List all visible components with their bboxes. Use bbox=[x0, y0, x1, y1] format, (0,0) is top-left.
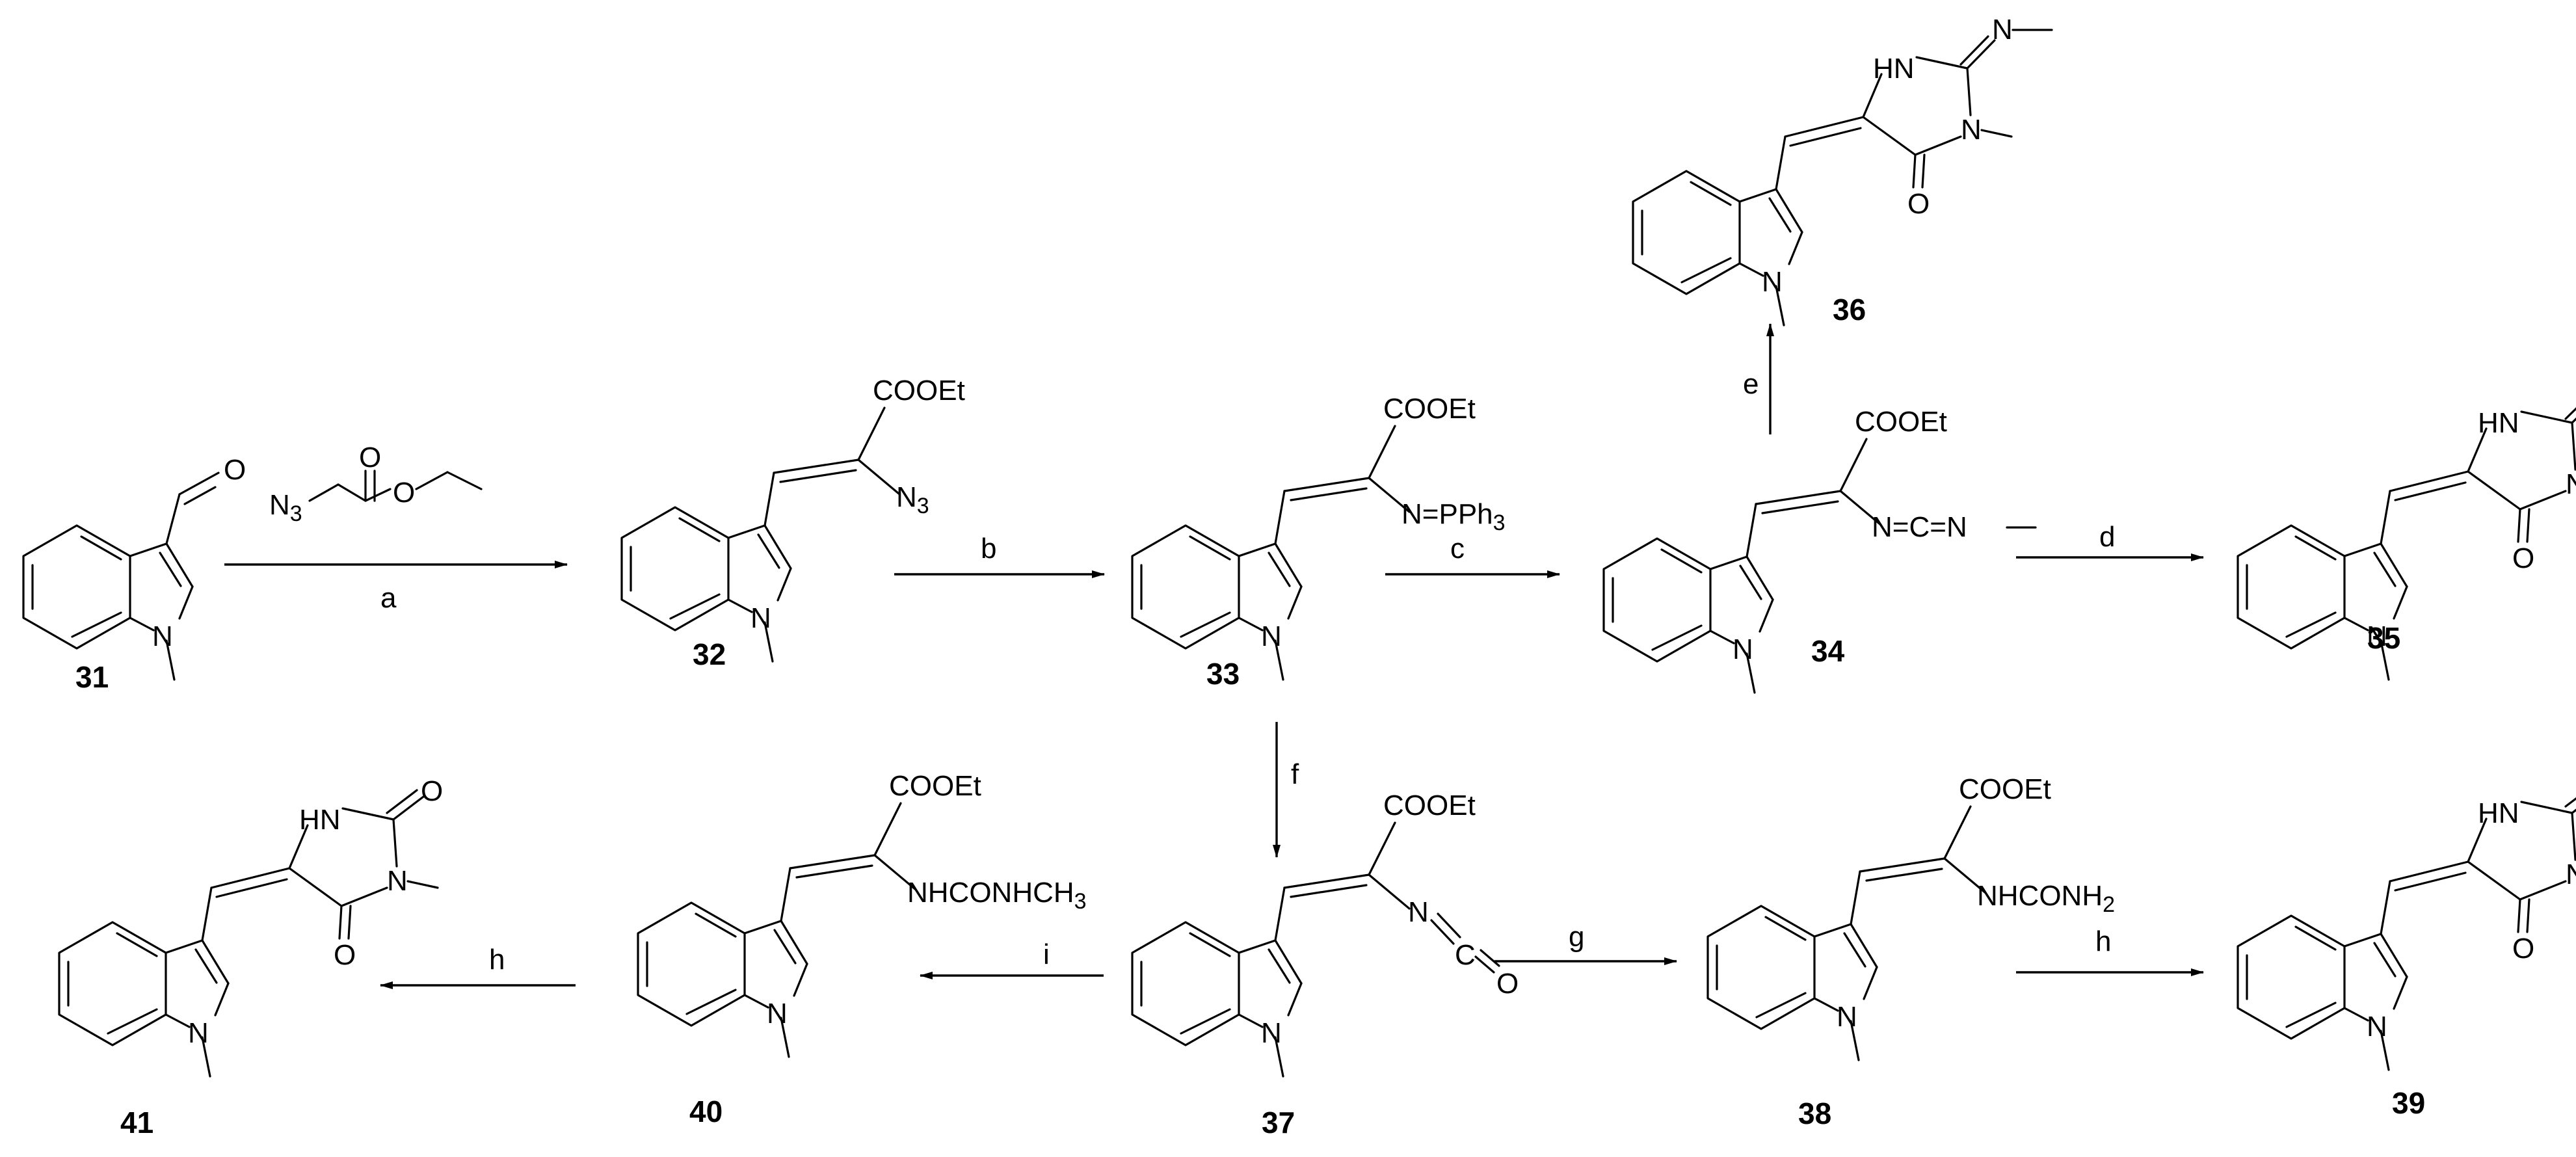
atom-N: N bbox=[1261, 1017, 1282, 1049]
atom-N: N bbox=[1261, 620, 1282, 652]
compound-40: COOEt NHCONHCH3 N 40 bbox=[637, 770, 1087, 1128]
atom-N: N bbox=[1837, 1001, 1857, 1033]
condition-e: e bbox=[1743, 368, 1759, 400]
urea-group: NHCONH2 bbox=[1977, 880, 2115, 917]
azide-group: N3 bbox=[269, 489, 302, 526]
reagent-ethyl-azidoacetate: N3 O O bbox=[269, 442, 483, 526]
compound-32: COOEt N3 N 32 bbox=[620, 375, 965, 671]
atom-O: O bbox=[1907, 188, 1930, 220]
ester-group: COOEt bbox=[1383, 393, 1476, 425]
carbodiimide-group: N=C=N bbox=[1872, 511, 1967, 543]
atom-HN: HN bbox=[2478, 797, 2519, 829]
atom-NH: NH bbox=[2566, 858, 2576, 890]
atom-C-iso: C bbox=[1455, 939, 1476, 971]
atom-O-ester: O bbox=[393, 477, 415, 509]
atom-O: O bbox=[334, 939, 356, 971]
compound-36: HN N N O N 36 bbox=[1632, 14, 2053, 326]
atom-O: O bbox=[224, 454, 246, 486]
compound-33: COOEt N=PPh3 N 33 bbox=[1131, 393, 1506, 691]
compound-31: O N 31 bbox=[22, 454, 246, 694]
compound-label: 38 bbox=[1798, 1097, 1831, 1130]
atom-O-carbonyl: O bbox=[359, 442, 381, 473]
compound-label: 32 bbox=[693, 637, 726, 671]
atom-HN: HN bbox=[1873, 53, 1915, 85]
atom-O: O bbox=[2512, 542, 2534, 574]
atom-HN: HN bbox=[2478, 407, 2519, 439]
atom-N: N bbox=[2367, 620, 2387, 652]
compound-label: 40 bbox=[689, 1095, 723, 1128]
compound-label: 33 bbox=[1206, 657, 1240, 691]
atom-N: N bbox=[387, 865, 408, 897]
compound-41: HN O N O N 41 bbox=[58, 775, 443, 1139]
compound-label: 36 bbox=[1833, 293, 1866, 326]
atom-N: N bbox=[750, 602, 771, 634]
compound-label: 34 bbox=[1811, 634, 1845, 668]
atom-N: N bbox=[1733, 633, 1753, 665]
atom-O: O bbox=[421, 775, 443, 807]
condition-g: g bbox=[1569, 921, 1584, 953]
atom-N-imine: N bbox=[1992, 14, 2013, 46]
compound-38: COOEt NHCONH2 N 38 bbox=[1706, 773, 2115, 1130]
compound-label: 35 bbox=[2367, 621, 2400, 655]
atom-N-iso: N bbox=[1408, 896, 1429, 928]
condition-i: i bbox=[1043, 938, 1050, 970]
atom-N: N bbox=[2367, 1011, 2387, 1043]
condition-h: h bbox=[2095, 925, 2111, 957]
compound-37: COOEt N C O N 37 bbox=[1131, 790, 1519, 1139]
compound-35: HN NH N O N 35 bbox=[2237, 407, 2576, 681]
condition-d: d bbox=[2099, 521, 2115, 553]
atom-N: N bbox=[2566, 468, 2576, 500]
atom-N: N bbox=[1961, 114, 1982, 146]
atom-O-iso: O bbox=[1496, 968, 1519, 1000]
compound-label: 37 bbox=[1262, 1106, 1295, 1139]
ylide-group: N=PPh3 bbox=[1401, 498, 1506, 535]
compound-34: COOEt N=C=N N 34 bbox=[1602, 406, 2037, 694]
ester-group: COOEt bbox=[889, 770, 981, 802]
ester-group: COOEt bbox=[1383, 790, 1476, 821]
condition-c: c bbox=[1450, 533, 1465, 565]
ester-group: COOEt bbox=[1959, 773, 2051, 805]
ester-group: COOEt bbox=[873, 375, 965, 406]
condition-a: a bbox=[380, 582, 397, 614]
condition-f: f bbox=[1291, 758, 1299, 790]
ester-group: COOEt bbox=[1855, 406, 1947, 438]
condition-b: b bbox=[981, 533, 996, 565]
azide-group: N3 bbox=[896, 481, 929, 518]
compound-label: 31 bbox=[75, 660, 109, 694]
atom-O: O bbox=[2512, 933, 2534, 964]
atom-HN: HN bbox=[299, 804, 341, 836]
atom-N: N bbox=[1762, 266, 1783, 298]
compound-39: HN O NH O N 39 bbox=[2237, 797, 2576, 1120]
condition-h: h bbox=[489, 944, 505, 976]
atom-N: N bbox=[152, 620, 173, 652]
atom-N: N bbox=[767, 998, 788, 1030]
compound-label: 41 bbox=[120, 1106, 153, 1139]
atom-N: N bbox=[188, 1017, 209, 1049]
urea-group: NHCONHCH3 bbox=[907, 877, 1087, 914]
compound-label: 39 bbox=[2392, 1086, 2425, 1120]
